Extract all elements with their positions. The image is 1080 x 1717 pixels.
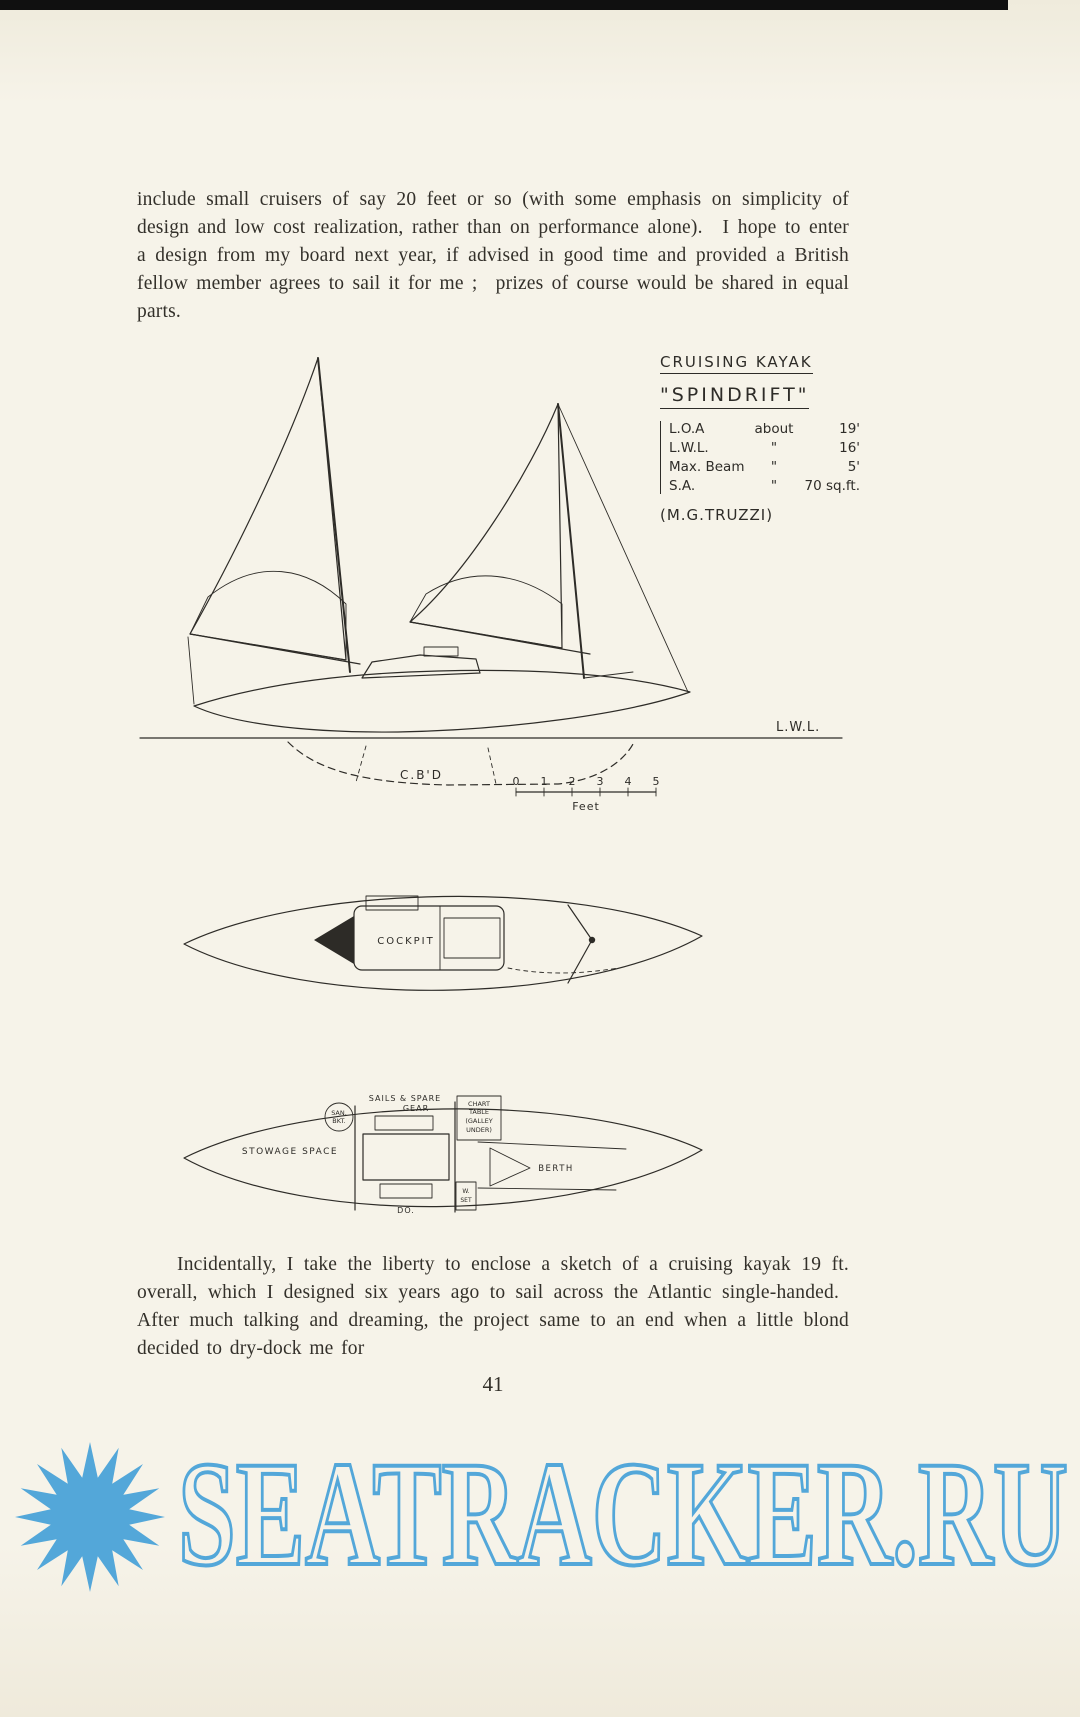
chart-label-line2: TABLE [468,1108,489,1116]
spec-tie: about [754,421,794,437]
kayak-outline [183,1108,703,1208]
hatch-grating-rect [362,1133,450,1181]
main-sail-hatched-foot [189,570,347,661]
scale-tick-label: 3 [597,775,604,788]
spec-label: Max. Beam [669,459,745,475]
rudder-arm [567,904,593,941]
wc-label-line1: W. [462,1188,469,1195]
scale-tick-label: 2 [569,775,576,788]
spec-value: 19' [839,421,860,437]
spec-row: L.O.A about 19' [669,421,860,437]
wc-label-line2: SET [460,1197,472,1204]
rudder-arm [567,939,593,984]
aft-locker-rect [379,1183,433,1199]
mizzen-sail [409,403,689,693]
wc-rect [455,1181,477,1211]
scale-tick-label: 5 [653,775,660,788]
tiller-line [583,671,634,679]
top-paragraph: include small cruisers of say 20 feet or… [137,189,849,322]
boat-name: "SPINDRIFT" [660,384,810,409]
sun-burst-shape [15,1442,165,1592]
spec-label: S.A. [669,478,696,494]
bottom-paragraph: Incidentally, I take the liberty to encl… [137,1254,849,1359]
spec-row: L.W.L. " 16' [669,440,860,456]
berth-group: BERTH [477,1141,627,1191]
main-sail [189,357,361,665]
berth-top-line [477,1141,627,1150]
sail-plan-drawing: L.W.L. C.B'D 0 1 2 3 4 5 Feet [139,357,843,813]
main-sail-outline [189,357,347,661]
berth-label: BERTH [538,1164,574,1174]
spec-row: S.A. " 70 sq.ft. [669,478,860,494]
chart-table-rect [456,1095,502,1141]
centerboard-edge-left [355,745,367,783]
spec-list: L.O.A about 19' L.W.L. " 16' Max. Beam "… [660,421,860,494]
scale-bar: 0 1 2 3 4 5 Feet [513,775,660,813]
watermark: SEATRACKER.RU [15,1429,1070,1599]
hull-profile [193,669,691,733]
berth-pillow-triangle [489,1147,531,1187]
centerboard-group: C.B'D [287,741,634,786]
spec-tie: " [770,478,778,494]
cockpit-coaming-side [361,654,481,679]
waterline-group: L.W.L. [139,720,843,739]
centerboard-edge-right [487,747,497,785]
fore-locker-rect [374,1115,434,1131]
accommodation-plan-drawing: SAILS & SPARE GEAR DO. SAN. BKT. STOWAGE… [183,1094,703,1215]
stowage-label: STOWAGE SPACE [242,1147,338,1157]
mizzen-mast-line [557,403,585,679]
deck-hatch-rect [365,895,419,911]
rudder-post-dot [588,936,596,944]
san-bucket-circle [324,1102,354,1132]
scale-tick-label: 0 [513,775,520,788]
spec-row: Max. Beam " 5' [669,459,860,475]
cockpit-label: COCKPIT [377,936,434,947]
mizzen-sail-outline [409,403,563,649]
sketch-annotation-box: CRUISING KAYAK "SPINDRIFT" L.O.A about 1… [660,352,860,524]
spec-value: 5' [847,459,860,475]
berth-bottom-line [477,1187,617,1191]
mizzen-sail-hatched-foot [409,575,563,649]
scale-tick-label: 4 [625,775,632,788]
sketch-heading: CRUISING KAYAK [660,353,813,374]
chart-label-line1: CHART [468,1100,490,1108]
spec-label: L.O.A [669,421,705,437]
mizzen-boom-line [409,621,591,655]
masts [317,357,585,679]
deck-plan-drawing: COCKPIT [183,895,703,991]
scale-tick-label: 1 [541,775,548,788]
spec-tie: " [770,459,778,475]
spec-value: 70 sq.ft. [804,478,860,494]
designer-name: (M.G.TRUZZI) [660,506,774,524]
watermark-text: SEATRACKER.RU [178,1431,1068,1597]
scan-edge-artifact [0,0,1008,10]
hatch-box-side [423,646,459,657]
centerboard-outline [287,741,634,786]
kayak-outline [183,895,703,991]
chart-label-line3: (GALLEY [465,1117,492,1125]
coaming-breakwater-triangle [314,916,354,964]
sails-label-line2: GEAR [403,1104,429,1113]
spec-label: L.W.L. [669,440,709,456]
forward-stay-stub [187,636,195,705]
waterline-label: L.W.L. [776,720,820,735]
centerboard-label: C.B'D [400,768,443,782]
san-label-line1: SAN. [331,1109,347,1117]
spec-value: 16' [839,440,860,456]
rudder-yoke [567,904,596,984]
san-label-line2: BKT. [332,1117,345,1125]
hull-side-view [187,636,691,733]
scale-unit-label: Feet [572,800,600,813]
footwell-rect [443,917,501,959]
sails-label-line1: SAILS & SPARE [369,1094,441,1103]
ditto-label: DO. [397,1206,415,1215]
main-boom-line [189,633,361,665]
page-number: 41 [482,1372,504,1396]
steering-line-dashed [507,967,619,974]
spec-tie: " [770,440,778,456]
sun-logo [15,1442,165,1592]
chart-label-line4: UNDER) [466,1126,492,1134]
backstay-line [557,403,689,693]
